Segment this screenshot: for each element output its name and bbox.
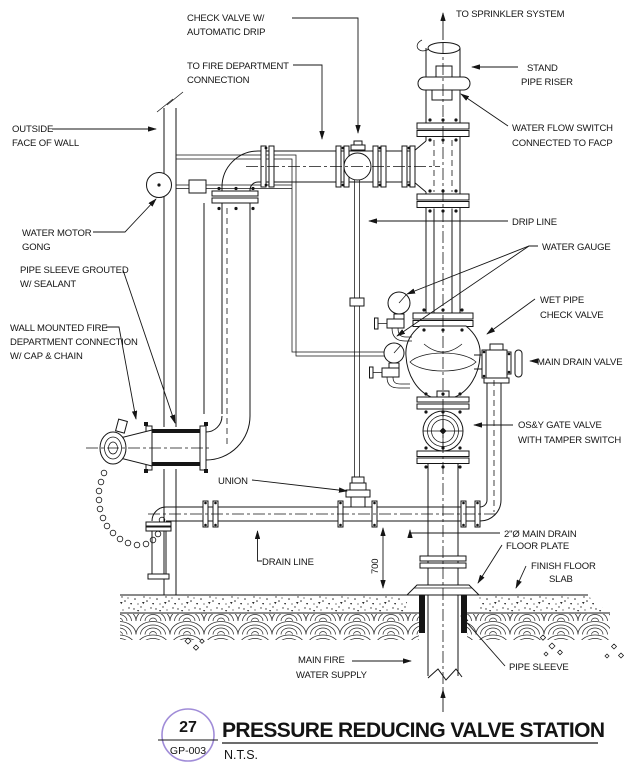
flange-bolts xyxy=(264,146,411,187)
detail-callout-circle xyxy=(161,708,215,762)
svg-text:WITH TAMPER SWITCH: WITH TAMPER SWITCH xyxy=(518,435,621,446)
label-water-gauge: WATER GAUGE xyxy=(542,242,611,253)
svg-text:CONNECTED TO FACP: CONNECTED TO FACP xyxy=(512,138,613,149)
title-block: 27 GP-003 PRESSURE REDUCING VALVE STATIO… xyxy=(158,708,605,762)
riser-collar xyxy=(417,76,471,91)
label-osy-gate-valve: OS&Y GATE VALVE xyxy=(518,420,602,431)
labels: CHECK VALVE W/ AUTOMATIC DRIP TO FIRE DE… xyxy=(10,9,623,681)
union-fitting xyxy=(345,476,371,507)
centerlines xyxy=(86,42,498,690)
drain-drop xyxy=(145,521,172,580)
label-water-motor-gong: WATER MOTOR xyxy=(22,228,92,239)
label-to-fire-department: TO FIRE DEPARTMENT xyxy=(187,61,289,72)
drawing-scale: N.T.S. xyxy=(224,748,258,762)
label-outside-face: OUTSIDE xyxy=(12,124,53,135)
wall xyxy=(156,91,184,595)
finish-floor-slab xyxy=(120,594,625,659)
label-main-fire-water-supply: MAIN FIRE xyxy=(298,655,345,666)
svg-text:FACE OF WALL: FACE OF WALL xyxy=(12,138,79,149)
svg-text:W/ CAP & CHAIN: W/ CAP & CHAIN xyxy=(10,351,83,362)
label-main-drain-valve: MAIN DRAIN VALVE xyxy=(537,357,622,368)
detail-sheet: GP-003 xyxy=(170,745,206,757)
fire-department-connection-pipe xyxy=(203,186,259,461)
handwheel xyxy=(514,349,523,378)
lower-water-gauge xyxy=(369,342,410,389)
upper-water-gauge xyxy=(374,291,412,342)
detail-number: 27 xyxy=(179,719,197,736)
water-flow-switch xyxy=(435,65,453,78)
svg-text:AUTOMATIC DRIP: AUTOMATIC DRIP xyxy=(187,27,265,38)
svg-text:SLAB: SLAB xyxy=(549,574,573,585)
pebbles xyxy=(184,634,625,659)
label-union: UNION xyxy=(218,476,248,487)
wall-sleeve xyxy=(144,422,208,473)
pipe-sleeve-left xyxy=(419,595,425,633)
drip-line xyxy=(349,180,365,479)
label-check-valve: CHECK VALVE W/ xyxy=(187,13,265,24)
svg-text:PIPE RISER: PIPE RISER xyxy=(521,77,573,88)
label-stand-pipe-riser: STAND xyxy=(527,63,558,74)
drawing-title: PRESSURE REDUCING VALVE STATION xyxy=(222,719,604,742)
main-drain-valve-assembly xyxy=(474,343,523,522)
svg-text:CONNECTION: CONNECTION xyxy=(187,75,250,86)
svg-text:W/ SEALANT: W/ SEALANT xyxy=(20,279,76,290)
label-pipe-sleeve-grouted: PIPE SLEEVE GROUTED xyxy=(20,265,129,276)
dimension-text: 700 xyxy=(370,559,381,574)
label-finish-floor-slab: FINISH FLOOR xyxy=(531,561,596,572)
label-drip-line: DRIP LINE xyxy=(512,217,557,228)
label-to-sprinkler: TO SPRINKLER SYSTEM xyxy=(456,9,565,20)
svg-text:GONG: GONG xyxy=(22,242,50,253)
label-pipe-sleeve: PIPE SLEEVE xyxy=(509,662,569,673)
pipe-sleeve-right xyxy=(461,595,467,633)
label-water-flow-switch: WATER FLOW SWITCH xyxy=(512,123,613,134)
water-gauges xyxy=(369,291,412,389)
label-main-drain: 2"Ø MAIN DRAIN xyxy=(504,529,577,540)
water-motor-gong xyxy=(146,154,386,357)
label-wet-pipe-check-valve: WET PIPE xyxy=(540,295,584,306)
dimension-700: 700 xyxy=(370,527,386,589)
wall-break-mark xyxy=(156,91,184,113)
svg-text:DEPARTMENT CONNECTION: DEPARTMENT CONNECTION xyxy=(10,337,138,348)
chain xyxy=(95,469,166,549)
svg-text:WATER SUPPLY: WATER SUPPLY xyxy=(296,670,368,681)
pipe-break-mark xyxy=(427,668,463,681)
label-wall-mounted-fdc: WALL MOUNTED FIRE xyxy=(10,323,108,334)
label-floor-plate: FLOOR PLATE xyxy=(506,541,569,552)
label-drain-line: DRAIN LINE xyxy=(262,557,314,568)
leader-lines xyxy=(52,17,539,667)
svg-text:CHECK VALVE: CHECK VALVE xyxy=(540,310,603,321)
